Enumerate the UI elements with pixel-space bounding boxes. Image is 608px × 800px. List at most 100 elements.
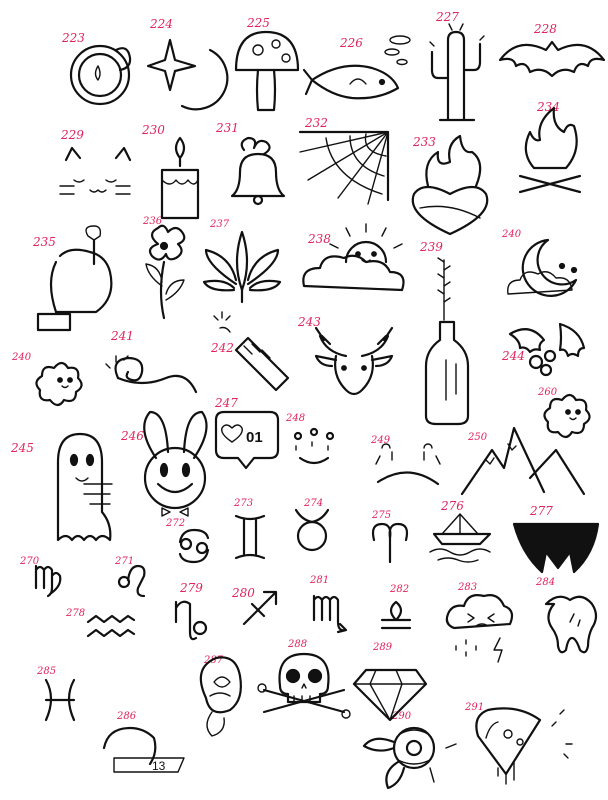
number-label-230: 230 xyxy=(142,123,165,137)
puffy-star-icon xyxy=(35,361,83,407)
cancer-sign-icon xyxy=(178,528,210,564)
tooth-icon xyxy=(544,595,598,654)
skull-crossbones-icon xyxy=(257,652,351,719)
virgo-sign-icon xyxy=(34,564,62,598)
diamond-icon xyxy=(352,668,428,722)
number-label-248: 248 xyxy=(286,413,306,424)
heart-count-label: 01 xyxy=(246,429,263,446)
number-label-241: 241 xyxy=(111,329,134,343)
number-label-289: 289 xyxy=(373,642,393,653)
number-label-277: 277 xyxy=(530,504,553,518)
number-label-288: 288 xyxy=(288,639,308,650)
fortune-number-label: 13 xyxy=(152,759,166,773)
number-label-237: 237 xyxy=(210,219,230,230)
number-label-250: 250 xyxy=(468,432,488,443)
number-label-225: 225 xyxy=(247,16,270,30)
number-label-284: 284 xyxy=(536,577,556,588)
moon-cloud-icon xyxy=(507,238,578,297)
number-label-287: 287 xyxy=(204,655,224,666)
cactus-icon xyxy=(429,23,485,122)
number-label-274: 274 xyxy=(304,498,324,509)
bell-icon xyxy=(230,136,286,206)
number-label-280: 280 xyxy=(232,586,255,600)
number-label-229: 229 xyxy=(61,128,84,142)
number-label-233: 233 xyxy=(413,135,436,149)
hand-string-icon xyxy=(36,225,113,332)
leaf-icon xyxy=(202,230,282,304)
deer-icon xyxy=(314,326,394,396)
sun-cloud-icon xyxy=(302,223,405,292)
number-label-238: 238 xyxy=(308,232,331,246)
aries-sign-icon xyxy=(371,522,409,564)
number-label-226: 226 xyxy=(340,36,363,50)
number-label-285: 285 xyxy=(37,666,57,677)
ghost-icon xyxy=(56,432,113,542)
number-label-223: 223 xyxy=(62,31,85,45)
capricorn-sign-icon xyxy=(174,600,208,641)
number-label-290: 290 xyxy=(392,711,412,722)
firecracker-icon xyxy=(213,311,290,392)
holly-icon xyxy=(508,322,586,377)
campfire-icon xyxy=(518,106,582,194)
gemini-sign-icon xyxy=(234,514,266,560)
libra-sign-icon xyxy=(380,600,412,630)
number-label-278: 278 xyxy=(66,608,86,619)
number-label-270: 270 xyxy=(20,556,40,567)
mountains-icon xyxy=(460,426,586,496)
flower-icon xyxy=(145,224,186,320)
number-label-227: 227 xyxy=(436,10,459,24)
number-label-273: 273 xyxy=(234,498,254,509)
flaming-heart-icon xyxy=(411,134,489,236)
number-label-244: 244 xyxy=(502,349,525,363)
number-label-242: 242 xyxy=(211,341,234,355)
w-logo-icon xyxy=(512,522,600,574)
pizza-slice-icon xyxy=(475,707,573,785)
number-label-224: 224 xyxy=(150,17,173,31)
number-label-291: 291 xyxy=(465,702,485,713)
sad-face-icon xyxy=(375,443,441,486)
mushroom-icon xyxy=(234,30,300,112)
number-label-260: 260 xyxy=(538,387,558,398)
number-label-279: 279 xyxy=(180,581,203,595)
number-label-249: 249 xyxy=(371,435,391,446)
fish-icon xyxy=(302,35,411,100)
leo-sign-icon xyxy=(117,564,146,598)
cat-face-icon xyxy=(59,146,132,195)
pisces-sign-icon xyxy=(44,678,76,722)
number-label-231: 231 xyxy=(216,121,239,135)
aquarius-sign-icon xyxy=(86,614,136,638)
number-label-246: 246 xyxy=(121,429,144,443)
rose-icon xyxy=(199,656,242,737)
number-label-243: 243 xyxy=(298,315,321,329)
scorpio-sign-icon xyxy=(312,594,348,634)
number-label-275: 275 xyxy=(372,510,392,521)
sagittarius-sign-icon xyxy=(242,590,278,626)
number-label-272: 272 xyxy=(166,518,186,529)
number-label-240-star: 240 xyxy=(12,352,32,363)
number-label-245: 245 xyxy=(11,441,34,455)
wave-icon xyxy=(105,355,198,394)
smiley-bunny-icon xyxy=(143,410,208,517)
number-label-283: 283 xyxy=(458,582,478,593)
candle-icon xyxy=(160,136,200,220)
number-label-247: 247 xyxy=(215,396,238,410)
flower-leaves-icon xyxy=(362,726,457,790)
taurus-sign-icon xyxy=(294,508,330,552)
number-label-286: 286 xyxy=(117,711,137,722)
bottle-lavender-icon xyxy=(424,257,470,426)
ouroboros-icon xyxy=(69,44,132,106)
bat-icon xyxy=(498,40,606,78)
paper-boat-icon xyxy=(429,513,492,563)
number-label-271: 271 xyxy=(115,556,135,567)
number-label-276: 276 xyxy=(441,499,464,513)
dotted-face-icon xyxy=(293,427,335,465)
heart-notification-icon: 01 xyxy=(214,410,280,470)
number-label-282: 282 xyxy=(390,584,410,595)
fortune-cookie-icon: 13 xyxy=(102,726,185,773)
number-label-240-moon: 240 xyxy=(502,229,522,240)
number-label-235: 235 xyxy=(33,235,56,249)
number-label-232: 232 xyxy=(305,116,328,130)
puffy-star-2-icon xyxy=(543,393,591,439)
number-label-236: 236 xyxy=(143,216,163,227)
